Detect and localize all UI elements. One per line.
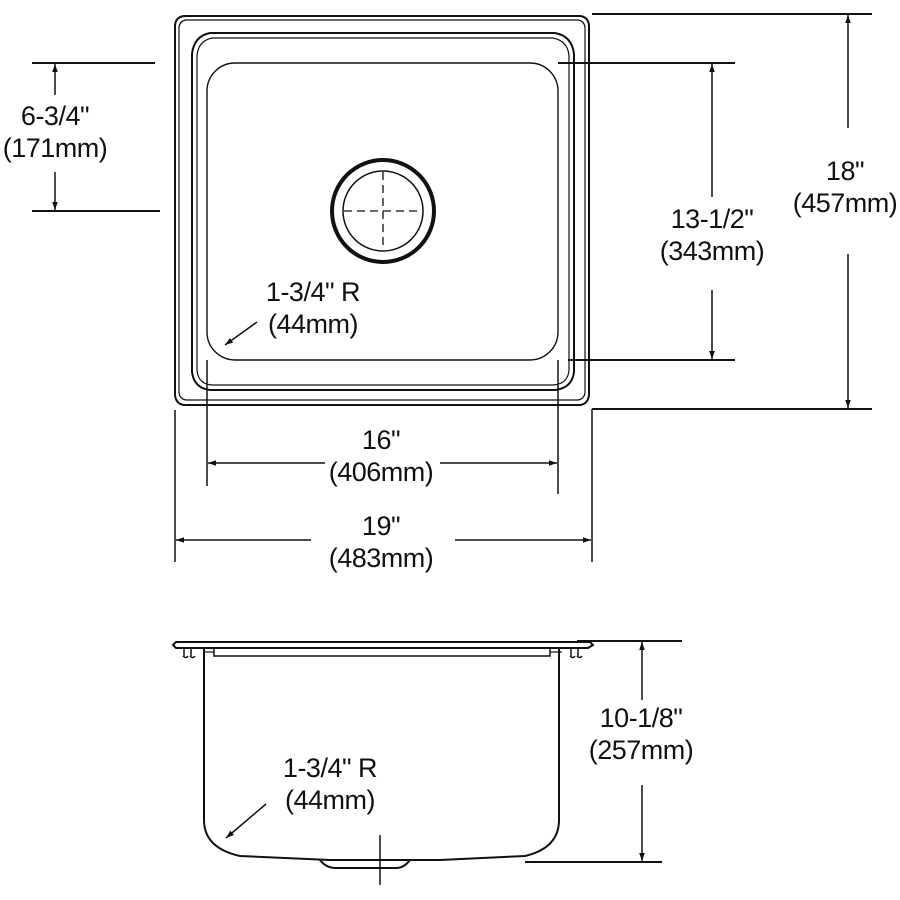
drain-offset-label: 6-3/4" (171mm) <box>3 100 108 164</box>
overall-length-mm: (457mm) <box>792 188 898 218</box>
bowl-width-mm: (406mm) <box>328 457 434 487</box>
top-view <box>32 13 872 562</box>
bowl-outline <box>206 62 559 361</box>
outer-rim <box>174 15 590 406</box>
side-view <box>171 640 682 885</box>
drain-offset-inches: 6-3/4" <box>20 101 90 131</box>
overall-length-inches: 18" <box>825 156 865 186</box>
inner-ledge <box>191 32 575 391</box>
bowl-depth-mm: (257mm) <box>588 735 694 765</box>
top-radius-label: 1-3/4" R (44mm) <box>265 276 361 340</box>
top-radius-inches: 1-3/4" R <box>265 277 361 307</box>
overall-length-label: 18" (457mm) <box>793 155 898 219</box>
bowl-length-label: 13-1/2" (343mm) <box>660 203 765 267</box>
overall-width-mm: (483mm) <box>328 543 434 573</box>
rim-flange <box>171 641 595 649</box>
overall-width-inches: 19" <box>361 511 401 541</box>
overall-width-label: 19" (483mm) <box>329 510 434 574</box>
side-radius-label: 1-3/4" R (44mm) <box>282 752 378 816</box>
bowl-length-inches: 13-1/2" <box>670 204 754 234</box>
bowl-length-mm: (343mm) <box>659 236 765 266</box>
drain-inner <box>342 170 424 252</box>
top-radius-mm: (44mm) <box>267 309 359 339</box>
bowl-depth-inches: 10-1/8" <box>599 703 683 733</box>
bowl-body <box>203 648 560 861</box>
bowl-depth-label: 10-1/8" (257mm) <box>589 702 694 766</box>
side-radius-mm: (44mm) <box>284 785 376 815</box>
bowl-width-label: 16" (406mm) <box>329 424 434 488</box>
bowl-width-inches: 16" <box>361 425 401 455</box>
side-radius-inches: 1-3/4" R <box>282 753 378 783</box>
drain-outer <box>330 158 436 264</box>
drain-offset-mm: (171mm) <box>2 133 108 163</box>
